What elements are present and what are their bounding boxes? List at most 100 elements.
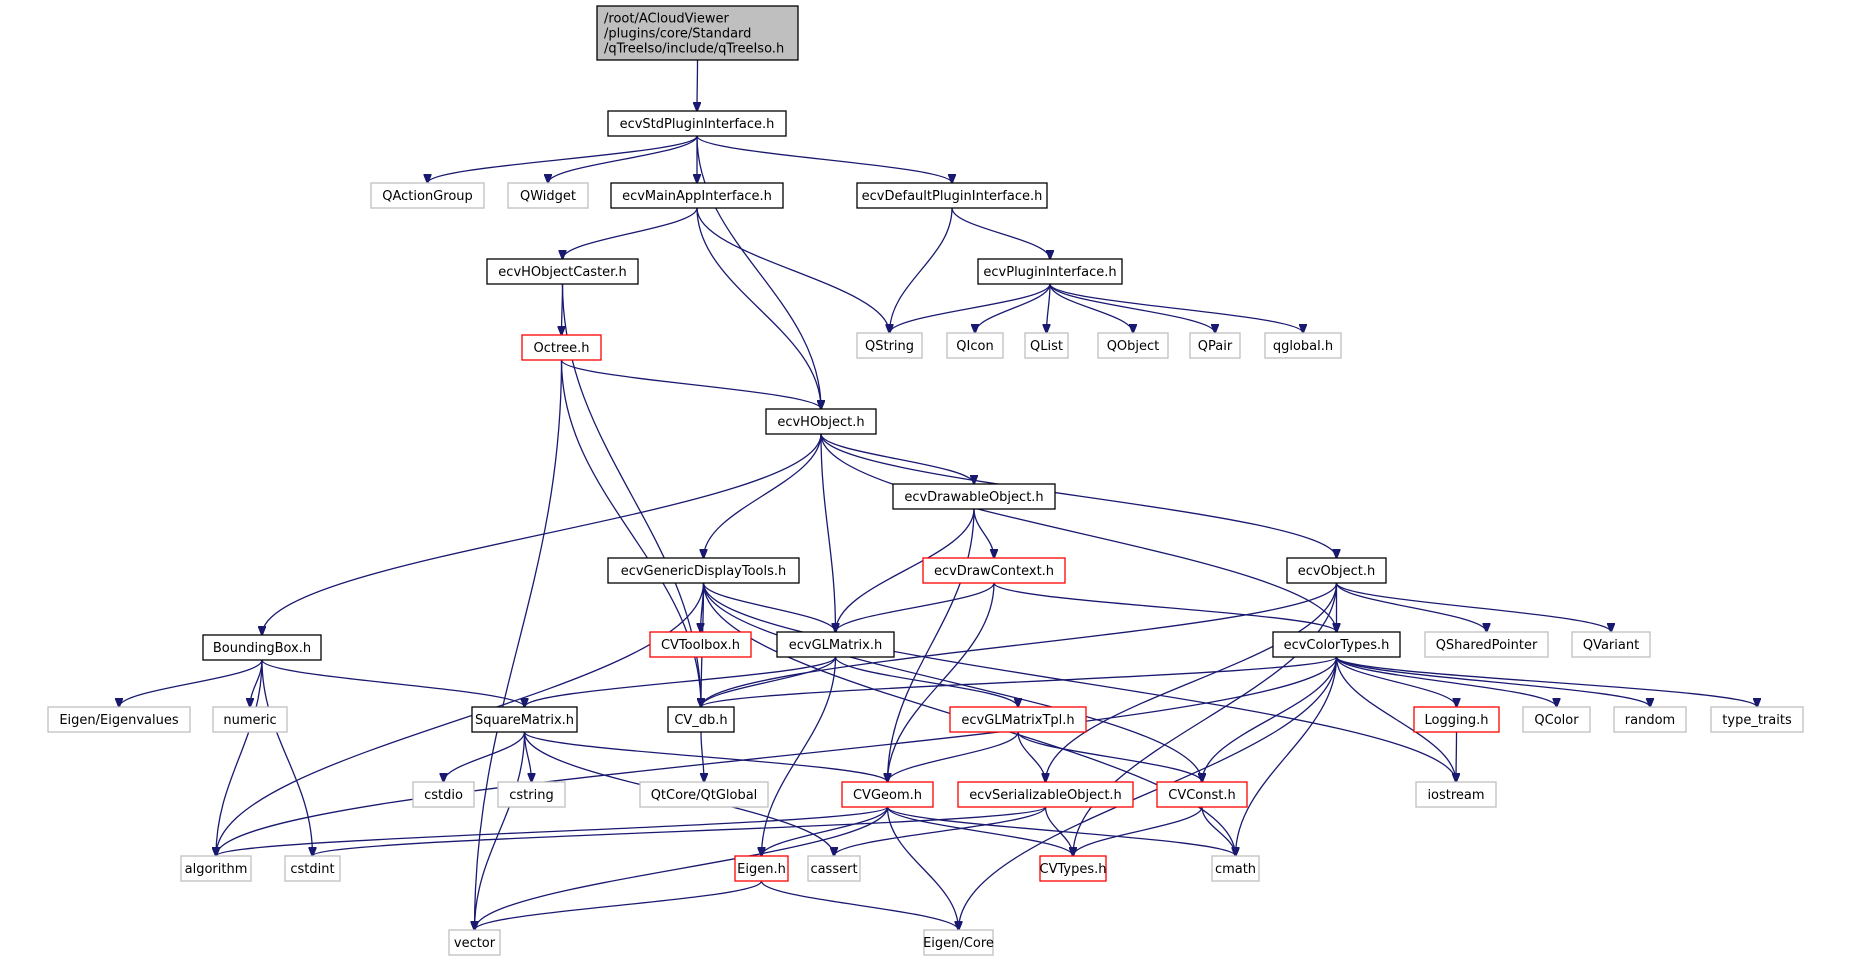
node-box bbox=[202, 634, 322, 661]
node-label: /plugins/core/Standard bbox=[604, 27, 751, 42]
node-qglobal: qglobal.h bbox=[1264, 332, 1342, 359]
edge-ecv-glmatrix-tpl-to-ecv-serializable-object bbox=[1017, 731, 1046, 782]
node-bounding-box[interactable]: BoundingBox.h bbox=[202, 634, 322, 661]
node-ecv-draw-context[interactable]: ecvDrawContext.h bbox=[922, 557, 1066, 584]
node-label: ecvGenericDisplayTools.h bbox=[621, 564, 787, 579]
node-box bbox=[1156, 781, 1248, 808]
node-ecv-plugin-interface[interactable]: ecvPluginInterface.h bbox=[977, 258, 1123, 285]
edge-ecv-std-plugin-interface-to-ecv-hobject bbox=[696, 135, 821, 409]
node-label: cmath bbox=[1215, 862, 1256, 877]
edge-square-matrix-to-vector bbox=[475, 731, 526, 930]
edge-cvconst-to-cvtypes bbox=[1073, 806, 1203, 856]
edge-cvconst-to-cmath bbox=[1201, 806, 1236, 856]
node-cv-db[interactable]: CV_db.h bbox=[667, 706, 735, 733]
node-ecv-serializable-object[interactable]: ecvSerializableObject.h bbox=[957, 781, 1134, 808]
node-label: CVTypes.h bbox=[1040, 862, 1107, 877]
node-box bbox=[448, 929, 501, 956]
node-qshared-pointer: QSharedPointer bbox=[1424, 631, 1549, 658]
node-label: Octree.h bbox=[534, 341, 590, 356]
edge-eigen-to-vector bbox=[475, 880, 763, 930]
node-root[interactable]: /root/ACloudViewer/plugins/core/Standard… bbox=[596, 5, 799, 61]
node-box bbox=[949, 706, 1087, 733]
edges-layer bbox=[119, 59, 1758, 930]
node-cvgeom[interactable]: CVGeom.h bbox=[841, 781, 934, 808]
node-ecv-glmatrix[interactable]: ecvGLMatrix.h bbox=[776, 631, 895, 658]
edge-logging-to-iostream bbox=[1456, 731, 1457, 782]
node-box bbox=[180, 855, 252, 882]
edge-ecv-color-types-to-cmath bbox=[1236, 656, 1338, 856]
node-ecv-std-plugin-interface[interactable]: ecvStdPluginInterface.h bbox=[607, 110, 787, 137]
edge-ecv-serializable-object-to-cassert bbox=[834, 806, 1047, 856]
node-label: ecvGLMatrixTpl.h bbox=[961, 713, 1074, 728]
node-ecv-drawable-object[interactable]: ecvDrawableObject.h bbox=[892, 483, 1056, 510]
node-cvtoolbox[interactable]: CVToolbox.h bbox=[649, 631, 752, 658]
nodes-layer: /root/ACloudViewer/plugins/core/Standard… bbox=[47, 5, 1804, 956]
node-ecv-object[interactable]: ecvObject.h bbox=[1286, 557, 1387, 584]
node-box bbox=[1272, 631, 1401, 658]
node-ecv-glmatrix-tpl[interactable]: ecvGLMatrixTpl.h bbox=[949, 706, 1087, 733]
node-box bbox=[412, 781, 475, 808]
edge-ecv-hobject-to-ecv-object bbox=[820, 433, 1337, 558]
node-ecv-color-types[interactable]: ecvColorTypes.h bbox=[1272, 631, 1401, 658]
node-square-matrix[interactable]: SquareMatrix.h bbox=[471, 706, 578, 733]
edge-cvgeom-to-cmath bbox=[886, 806, 1236, 856]
edge-ecv-color-types-to-type-traits bbox=[1335, 656, 1758, 707]
node-label: SquareMatrix.h bbox=[475, 713, 574, 728]
node-label: QPair bbox=[1198, 339, 1233, 354]
node-label: ecvStdPluginInterface.h bbox=[620, 117, 775, 132]
node-qaction-group: QActionGroup bbox=[370, 182, 485, 209]
node-box bbox=[1522, 706, 1591, 733]
node-box bbox=[507, 182, 589, 209]
node-ecv-default-plugin-interface[interactable]: ecvDefaultPluginInterface.h bbox=[856, 182, 1048, 209]
node-random: random bbox=[1613, 706, 1687, 733]
node-label: QtCore/QtGlobal bbox=[651, 788, 758, 803]
edge-ecv-main-app-interface-to-qstring bbox=[696, 207, 890, 333]
node-label: iostream bbox=[1427, 788, 1484, 803]
node-octree[interactable]: Octree.h bbox=[521, 334, 602, 361]
node-label: ecvDrawContext.h bbox=[934, 564, 1054, 579]
node-label: Eigen/Eigenvalues bbox=[59, 713, 179, 728]
node-box bbox=[284, 855, 341, 882]
node-cvconst[interactable]: CVConst.h bbox=[1156, 781, 1248, 808]
node-qvariant: QVariant bbox=[1571, 631, 1651, 658]
edge-ecv-std-plugin-interface-to-ecv-default-plugin-interface bbox=[696, 135, 952, 183]
node-eigen-core: Eigen/Core bbox=[923, 929, 994, 956]
node-qwidget: QWidget bbox=[507, 182, 589, 209]
edge-ecv-plugin-interface-to-qobject bbox=[1049, 283, 1133, 333]
edge-ecv-color-types-to-algorithm bbox=[216, 656, 1338, 856]
node-ecv-hobject[interactable]: ecvHObject.h bbox=[765, 408, 877, 435]
edge-ecv-plugin-interface-to-qstring bbox=[890, 283, 1051, 333]
node-label: CVConst.h bbox=[1168, 788, 1235, 803]
edge-root-to-ecv-std-plugin-interface bbox=[697, 59, 698, 111]
node-box bbox=[856, 182, 1048, 209]
node-box bbox=[1571, 631, 1651, 658]
node-box bbox=[1413, 706, 1500, 733]
node-label: cassert bbox=[810, 862, 857, 877]
edge-ecv-std-plugin-interface-to-qaction-group bbox=[428, 135, 698, 183]
node-box bbox=[841, 781, 934, 808]
node-cassert: cassert bbox=[807, 855, 861, 882]
edge-ecv-drawable-object-to-cvgeom bbox=[888, 508, 975, 782]
edge-ecv-hobject-to-ecv-glmatrix bbox=[820, 433, 836, 632]
node-box bbox=[370, 182, 485, 209]
node-ecv-hobject-caster[interactable]: ecvHObjectCaster.h bbox=[486, 258, 639, 285]
node-ecv-generic-display-tools[interactable]: ecvGenericDisplayTools.h bbox=[607, 557, 800, 584]
edge-ecv-glmatrix-to-square-matrix bbox=[525, 656, 837, 707]
node-ecv-main-app-interface[interactable]: ecvMainAppInterface.h bbox=[610, 182, 784, 209]
edge-ecv-glmatrix-to-ecv-glmatrix-tpl bbox=[834, 656, 1019, 707]
edge-ecv-main-app-interface-to-ecv-hobject bbox=[696, 207, 821, 409]
node-qpair: QPair bbox=[1189, 332, 1241, 359]
node-label: ecvSerializableObject.h bbox=[969, 788, 1122, 803]
node-label: QObject bbox=[1107, 339, 1160, 354]
node-box bbox=[649, 631, 752, 658]
node-cvtypes[interactable]: CVTypes.h bbox=[1039, 855, 1107, 882]
node-logging[interactable]: Logging.h bbox=[1413, 706, 1500, 733]
edge-ecv-object-to-qshared-pointer bbox=[1335, 582, 1487, 632]
node-box bbox=[1286, 557, 1387, 584]
node-type-traits: type_traits bbox=[1710, 706, 1804, 733]
node-box bbox=[639, 781, 769, 808]
node-label: ecvColorTypes.h bbox=[1284, 638, 1390, 653]
node-eigen[interactable]: Eigen.h bbox=[734, 855, 789, 882]
node-box bbox=[807, 855, 861, 882]
